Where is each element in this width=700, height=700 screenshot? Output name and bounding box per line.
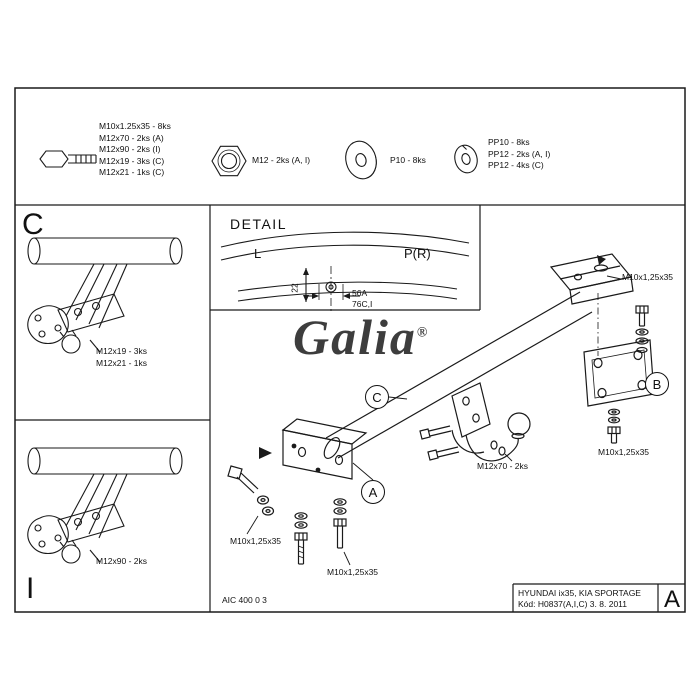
legend-line: PP12 - 4ks (C) (488, 160, 544, 170)
legend-nut-text: M12 - 2ks (A, I) (252, 155, 311, 165)
spring-washer-icon (454, 144, 478, 174)
hex-bolt-icon (39, 150, 97, 168)
detail-drawing (220, 231, 470, 314)
detail-dim-a: 56A (352, 288, 368, 298)
doc-number: AIC 400 0 3 (222, 595, 267, 605)
legend-spring-washer-text: PP10 - 8ks PP12 - 2ks (A, I) PP12 - 4ks … (488, 137, 550, 172)
legend-line: PP12 - 2ks (A, I) (488, 148, 551, 159)
callout-bottom-left: M10x1,25x35 (230, 536, 282, 546)
balloon-b: B (645, 372, 669, 396)
callout-right: M10x1,25x35 (598, 447, 650, 457)
code-date: Kód: H0837(A,I,C) 3. 8. 2011 (518, 599, 627, 609)
legend-line: M12x70 - 2ks (A) (99, 132, 164, 143)
detail-right-label: P(R) (404, 246, 431, 261)
legend-line: M10x1.25x35 - 8ks (99, 121, 171, 131)
legend-line: PP10 - 8ks (488, 137, 530, 147)
detail-dim-ci: 76C,I (352, 299, 373, 309)
balloon-a: A (361, 480, 385, 504)
panel-i-label: M12x90 - 2ks (96, 556, 148, 566)
panel-c-letter: C (22, 208, 44, 241)
legend-bolt-text: M10x1.25x35 - 8ks M12x70 - 2ks (A) M12x9… (99, 121, 171, 179)
hex-nut-icon (211, 145, 247, 177)
logo-text: Galia (293, 309, 417, 365)
galia-logo: Galia® (293, 312, 427, 362)
legend-line: M12x19 - 3ks (C) (99, 155, 165, 166)
callout-top-right: M10x1,25x35 (622, 272, 674, 282)
legend-washer-text: P10 - 8ks (390, 155, 426, 165)
vehicle-title: HYUNDAI ix35, KIA SPORTAGE (518, 588, 641, 598)
flat-washer-icon (345, 140, 377, 180)
panel-i-drawing (27, 447, 183, 564)
detail-dim-vertical: 22 (289, 283, 300, 293)
main-assembly-drawing (227, 253, 657, 566)
panel-c-label: M12x21 - 1ks (96, 357, 148, 368)
callout-ball-bolts: M12x70 - 2ks (477, 461, 529, 471)
legend-line: M12x21 - 1ks (C) (99, 167, 165, 177)
detail-title: DETAIL (230, 216, 287, 232)
balloon-c: C (365, 385, 389, 409)
detail-left-label: L (254, 246, 262, 261)
panel-i-letter: I (26, 572, 35, 605)
panel-c-drawing (27, 237, 183, 354)
revision-letter: A (664, 586, 681, 613)
frame-borders (14, 87, 686, 613)
panel-c-labels: M12x19 - 3ks M12x21 - 1ks (96, 346, 147, 369)
registered-mark-icon: ® (416, 325, 428, 341)
legend-line: M12x90 - 2ks (I) (99, 144, 161, 154)
panel-c-label: M12x19 - 3ks (96, 346, 148, 356)
callout-bottom-center: M10x1,25x35 (327, 567, 379, 577)
